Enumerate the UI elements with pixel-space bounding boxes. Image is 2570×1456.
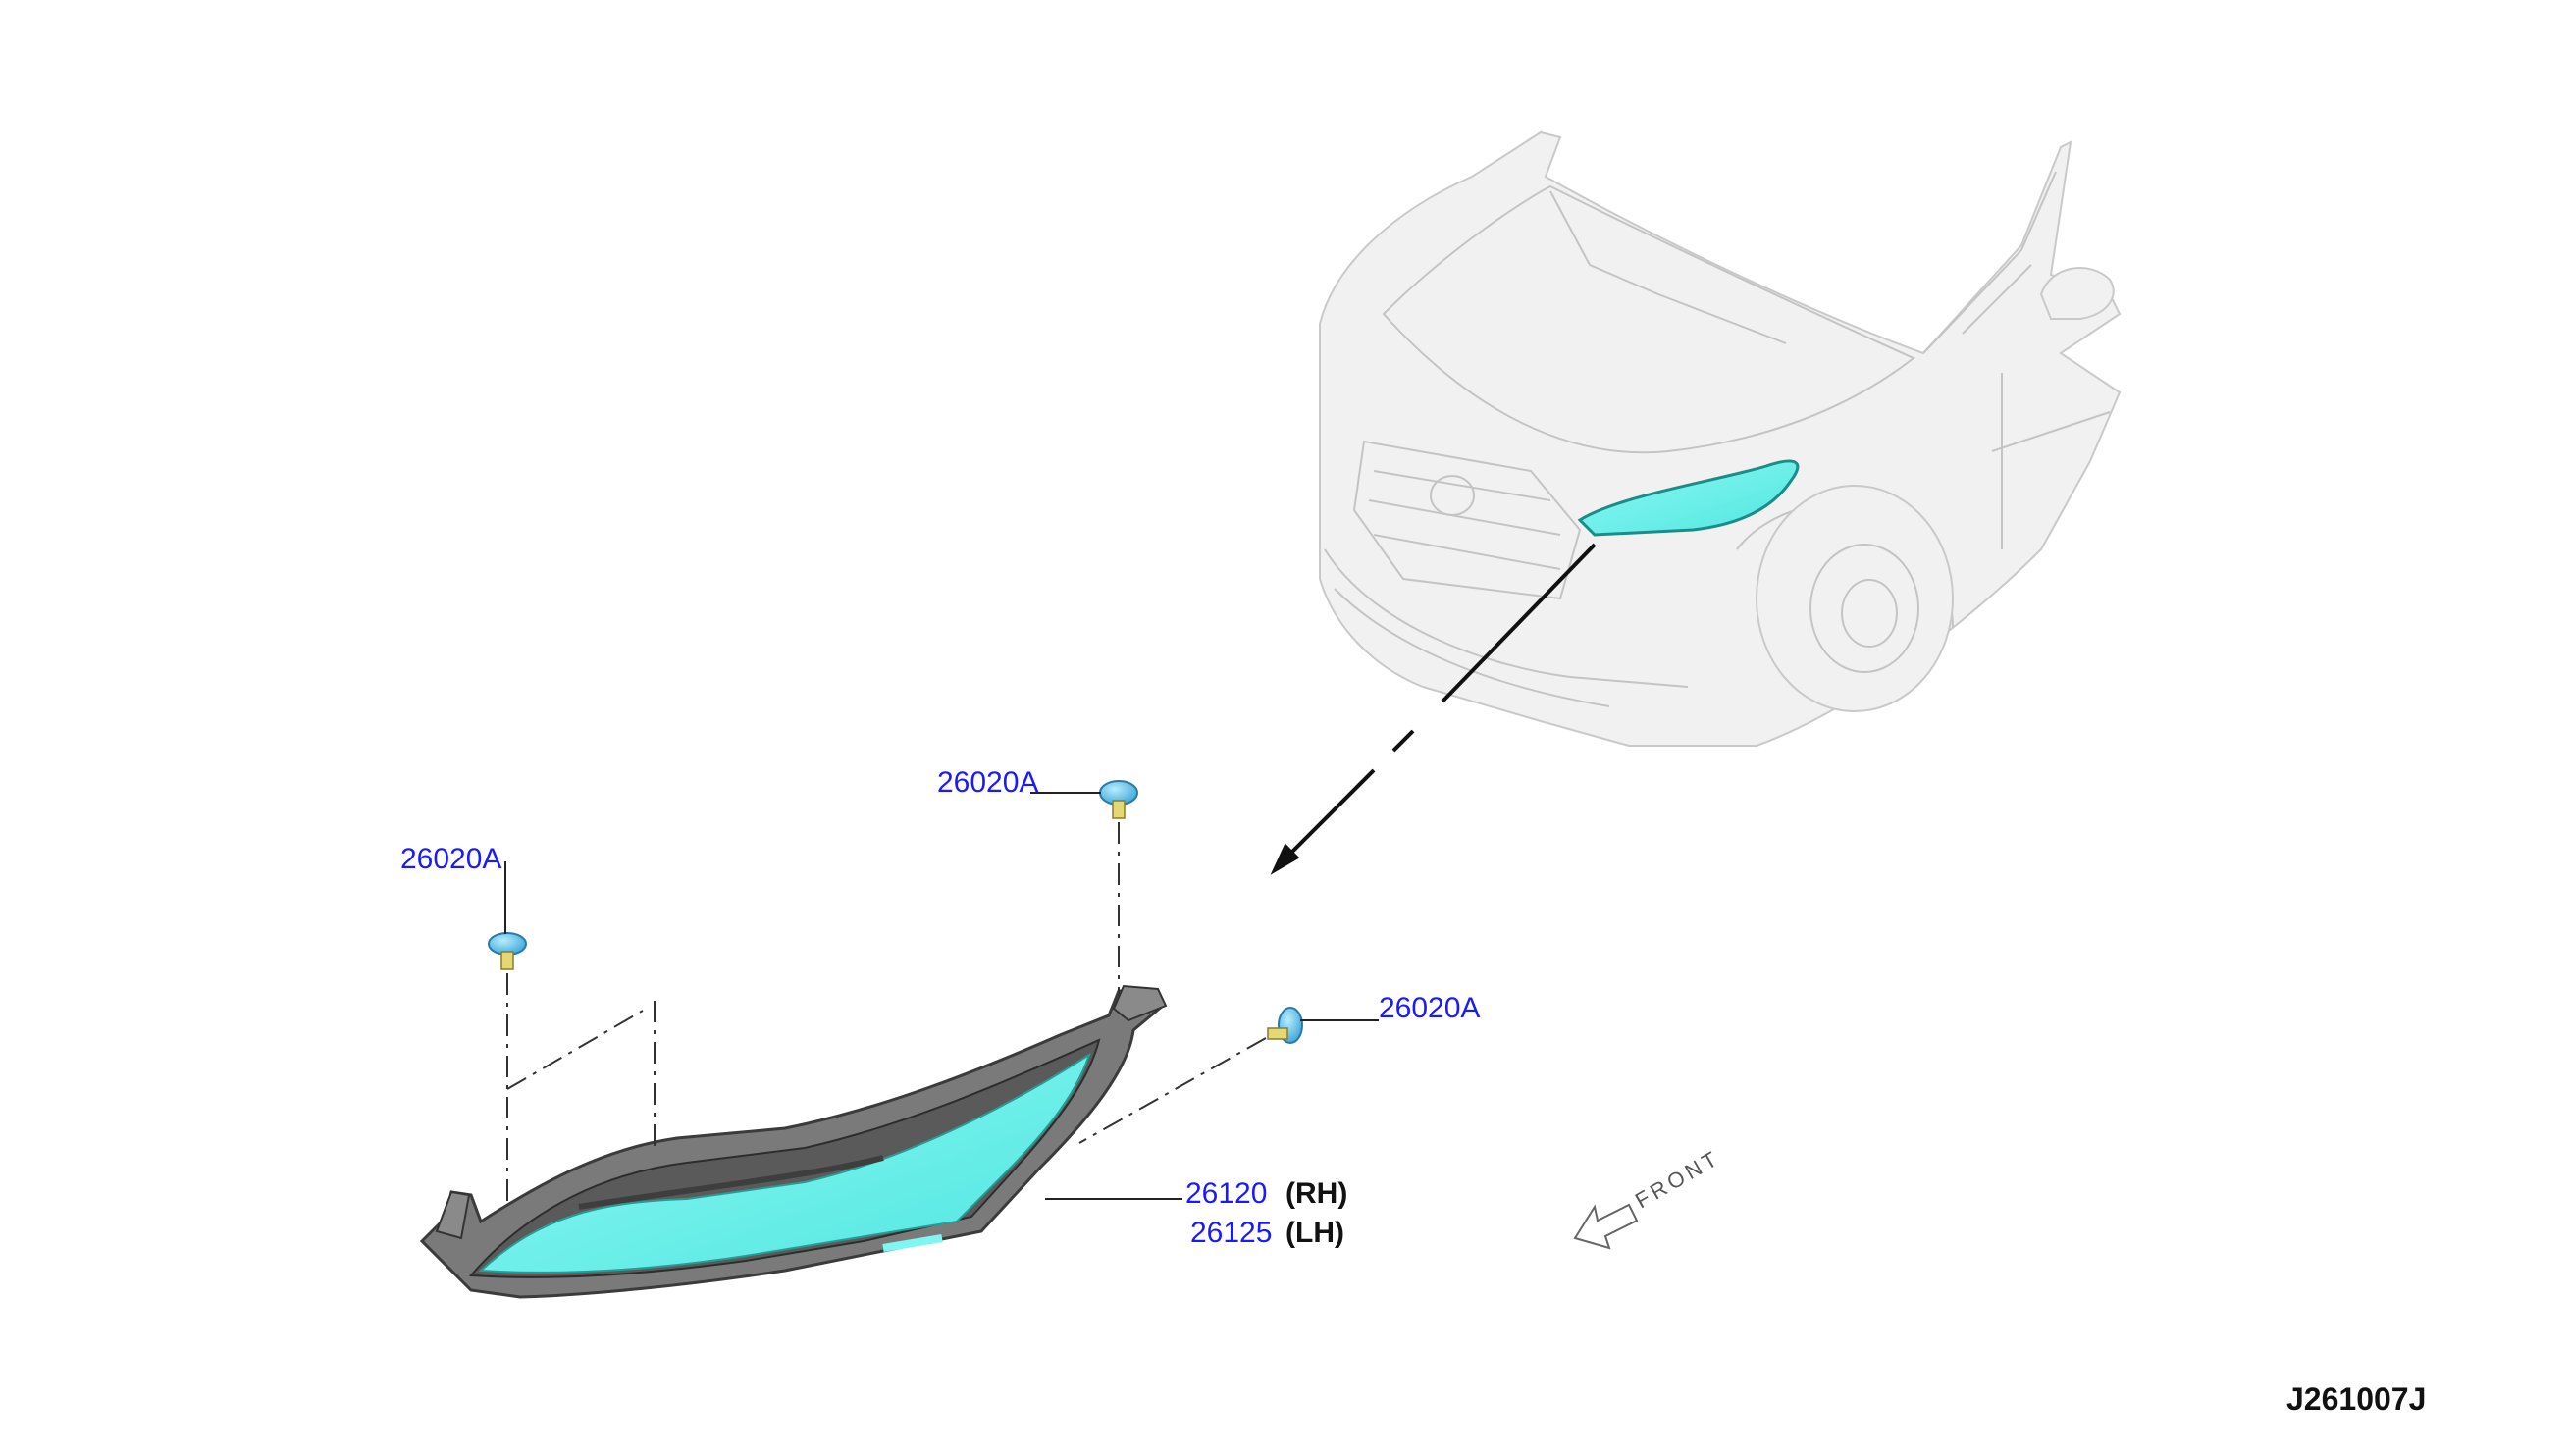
leader-lines [504,792,1379,1200]
callout-clip-left: 26020A [400,843,501,875]
detail-arrow [1270,543,1597,875]
installation-lines [506,822,1267,1202]
callout-clip-top: 26020A [937,766,1038,799]
clip-right [1267,1007,1303,1044]
callout-headlamp-lh-number: 26125 [1190,1217,1272,1249]
callout-headlamp-rh-side: (RH) [1285,1177,1347,1210]
vehicle-front-illustration [1319,130,2122,747]
headlamp-assembly [419,984,1168,1299]
callout-clip-right: 26020A [1379,992,1480,1024]
callout-headlamp-lh-side: (LH) [1285,1217,1344,1249]
clip-left [488,932,527,970]
front-label: FRONT [1631,1145,1724,1214]
callout-headlamp-rh-number: 26120 [1185,1177,1267,1210]
vehicle-headlamp-highlight [1577,459,1800,537]
headlamp-lens [478,1052,1091,1274]
front-direction-indicator: FRONT [1573,1145,1724,1250]
front-arrow-icon [1573,1203,1639,1250]
clip-top [1099,780,1138,819]
diagram-reference-code: J261007J [2286,1381,2426,1417]
